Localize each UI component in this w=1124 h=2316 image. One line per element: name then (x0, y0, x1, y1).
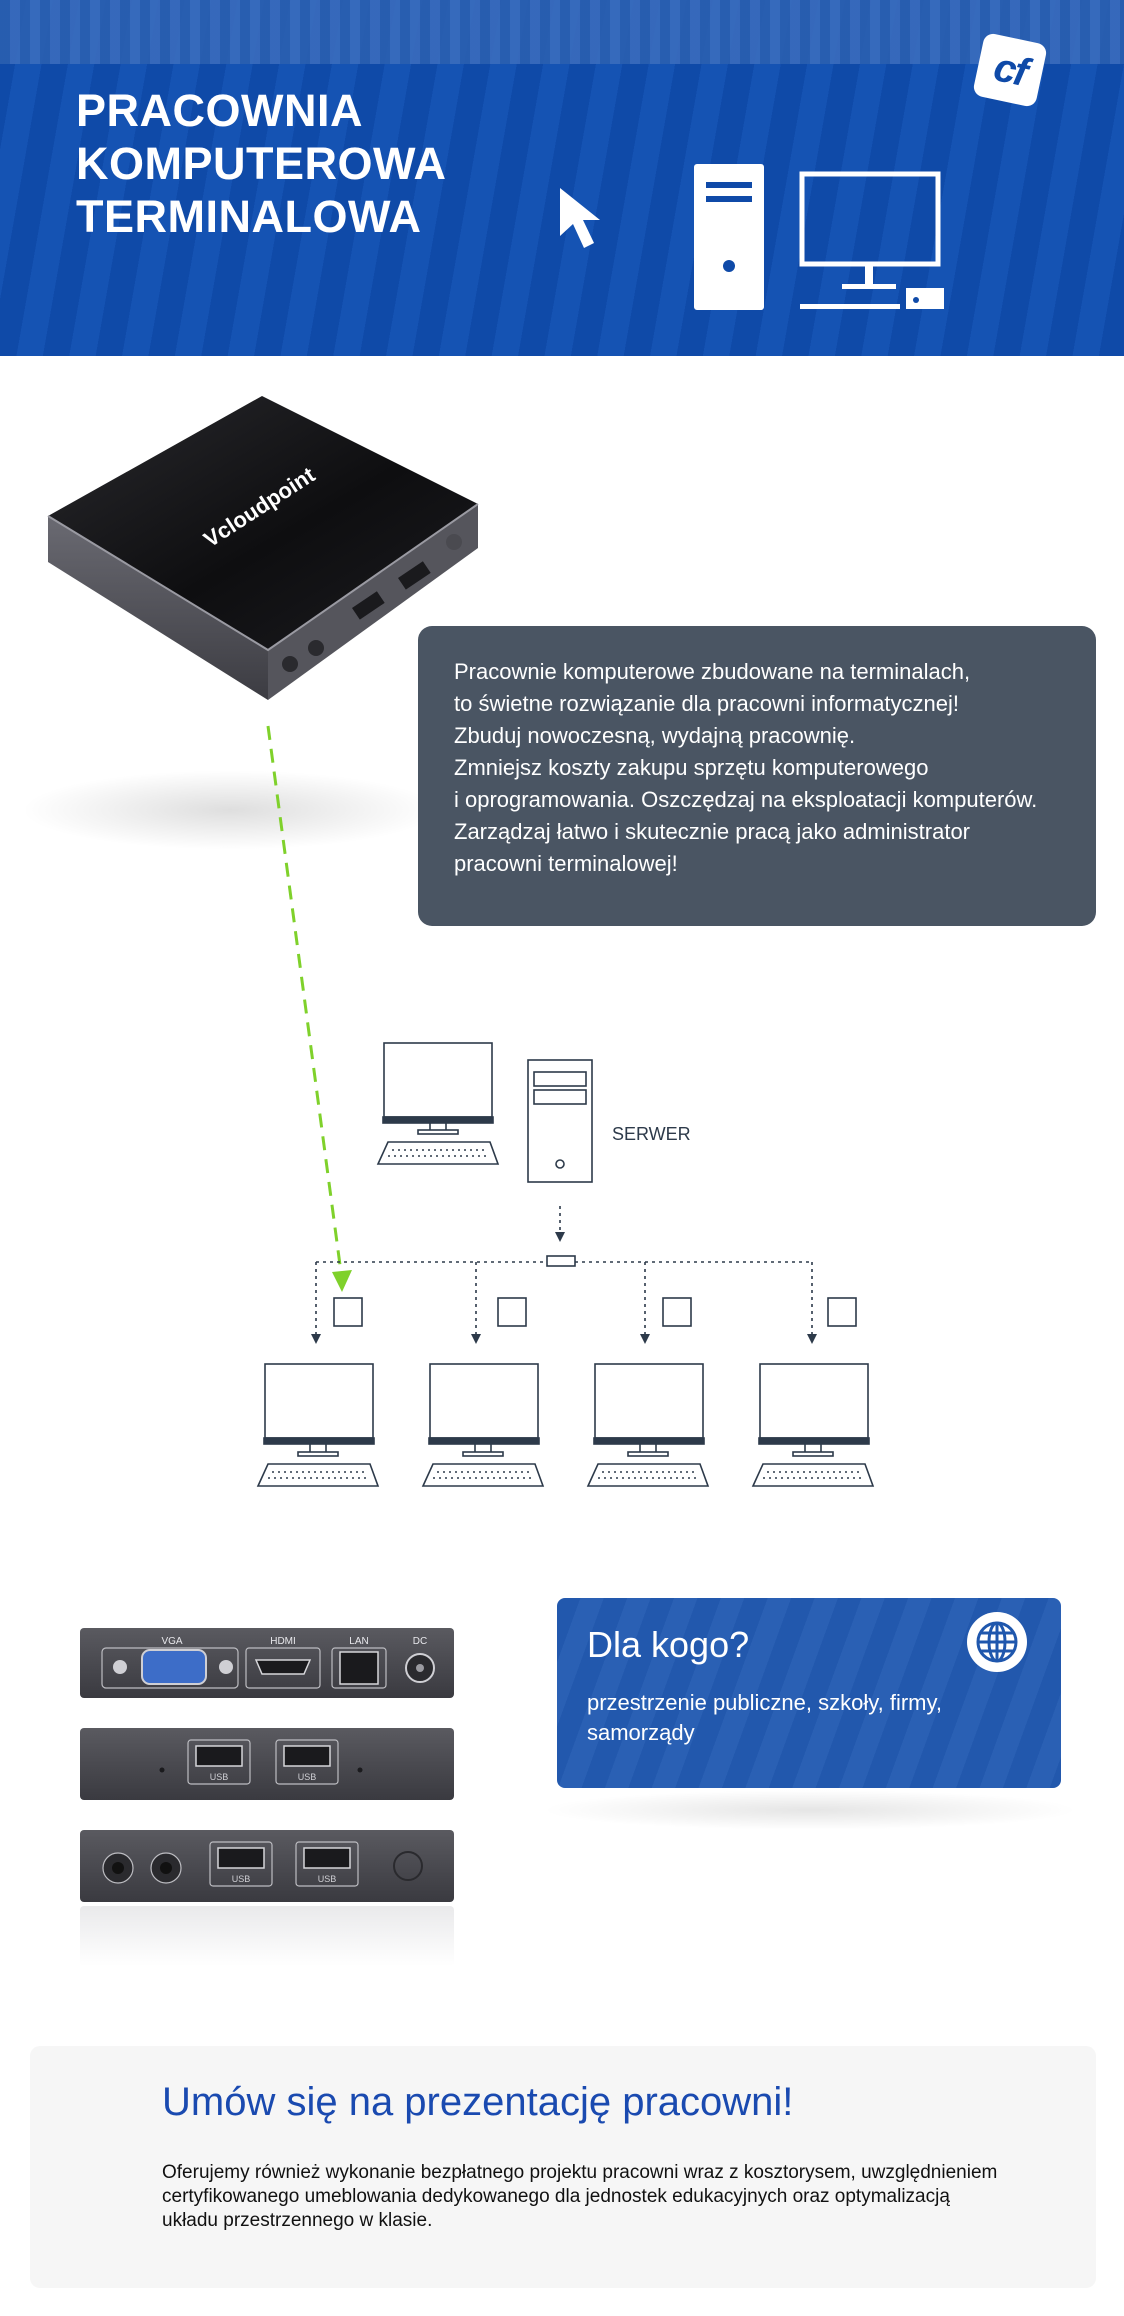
info-line: Pracownie komputerowe zbudowane na termi… (454, 659, 971, 684)
cta-description: Oferujemy również wykonanie bezpłatnego … (162, 2162, 998, 2231)
usb-port-label: USB (210, 1772, 229, 1782)
switch-icon (546, 1255, 576, 1267)
cta-title: Umów się na prezentację pracowni! (162, 2080, 794, 2124)
cursor-icon (560, 188, 600, 248)
globe-icon (967, 1612, 1027, 1672)
presentation-cta-section: Umów się na prezentację pracowni! Oferuj… (30, 2046, 1096, 2288)
device-shadow (20, 770, 440, 850)
info-line: Zmniejsz koszty zakupu sprzętu komputero… (454, 755, 929, 780)
cf-logo: cf (972, 32, 1048, 108)
header-banner: PRACOWNIA KOMPUTEROWA TERMINALOWA cf (0, 0, 1124, 356)
info-line: Zbuduj nowoczesną, wydajną pracownię. (454, 723, 856, 748)
title-line: PRACOWNIA (76, 85, 363, 136)
logo-text: cf (990, 44, 1031, 95)
title-line: TERMINALOWA (76, 191, 422, 242)
computer-icon (694, 164, 944, 310)
network-diagram (256, 725, 875, 1487)
device-ports-image: VGA HDMI LAN DC USB USB USB USB (80, 1628, 454, 1966)
who-box-shadow (540, 1790, 1080, 1830)
title-line: KOMPUTEROWA (76, 138, 447, 189)
info-box: Pracownie komputerowe zbudowane na termi… (418, 626, 1096, 926)
link-arrowhead (332, 1270, 352, 1292)
workstation-icons (256, 1363, 875, 1487)
vga-port-label: VGA (161, 1636, 182, 1647)
target-audience-box: Dla kogo? przestrzenie publiczne, szkoły… (557, 1598, 1061, 1788)
usb-port-label: USB (232, 1874, 251, 1884)
target-audience-text: przestrzenie publiczne, szkoły, firmy, s… (587, 1690, 942, 1745)
info-line: Zarządzaj łatwo i skutecznie pracą jako … (454, 819, 971, 844)
dc-port-label: DC (413, 1636, 427, 1647)
target-audience-title: Dla kogo? (587, 1624, 750, 1665)
header-top-band (0, 0, 1124, 64)
usb-port-label: USB (298, 1772, 317, 1782)
server-icon (527, 1059, 593, 1183)
usb-port-label: USB (318, 1874, 337, 1884)
admin-computer-icon (376, 1042, 500, 1165)
info-line: to świetne rozwiązanie dla pracowni info… (454, 691, 960, 716)
terminal-link-line (266, 725, 344, 1281)
hdmi-port-label: HDMI (270, 1636, 296, 1647)
lan-port-label: LAN (349, 1636, 368, 1647)
terminal-box-icons (333, 1297, 857, 1327)
page-title: PRACOWNIA KOMPUTEROWA TERMINALOWA (76, 84, 636, 243)
info-line: i oprogramowania. Oszczędzaj na eksploat… (454, 787, 1038, 812)
terminal-device-image: Vcloudpoint (47, 396, 479, 700)
info-line: pracowni terminalowej! (454, 851, 678, 876)
server-label: SERWER (612, 1124, 691, 1144)
